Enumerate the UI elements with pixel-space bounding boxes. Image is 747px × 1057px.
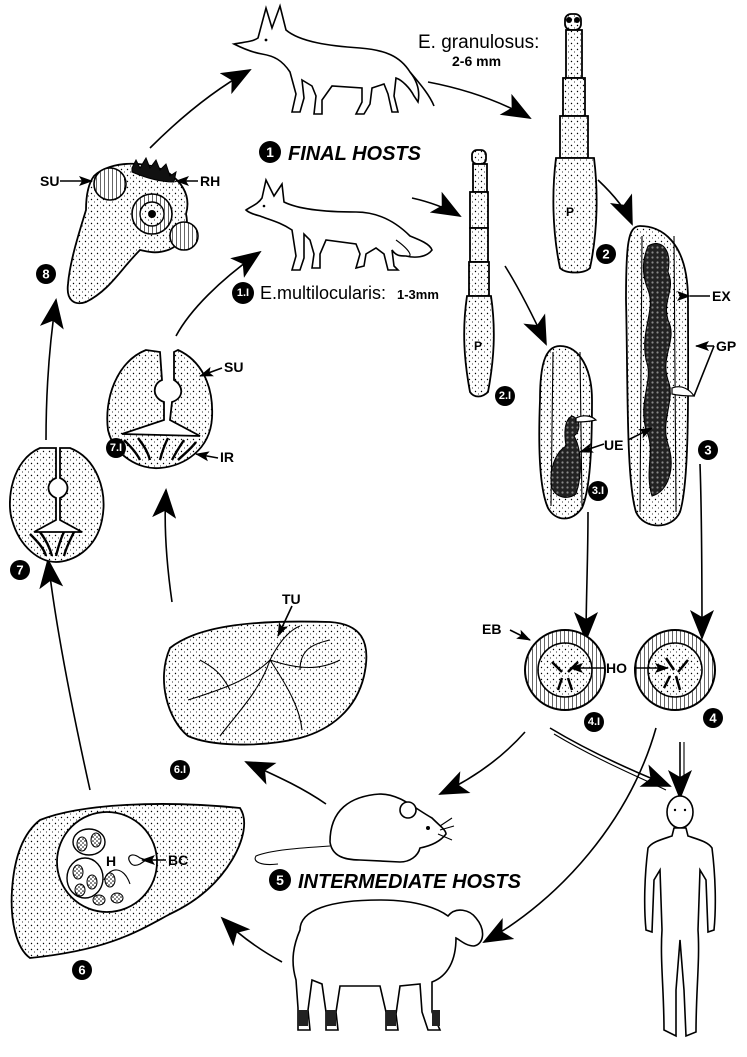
pointer-uterus-eggs-multi	[579, 443, 605, 453]
svg-text:2.I: 2.I	[499, 390, 511, 402]
human-illustration	[643, 795, 717, 1038]
species-name-multilocularis: E.multilocularis:	[260, 283, 386, 303]
badge-1-i: 1.I	[232, 282, 254, 304]
adult-worm-multilocularis: P	[463, 149, 495, 398]
badge-7: 7	[10, 560, 30, 580]
liver-multilocularis	[163, 620, 368, 746]
arrow-fox-to-adult-worm	[411, 191, 462, 217]
protoscolex-multilocularis	[106, 349, 214, 469]
label-embryophore: EB	[482, 621, 501, 637]
arrow-proglottid-to-egg-granulosus	[689, 463, 714, 640]
label-proglottid-multilocularis: P	[474, 339, 482, 353]
evaginated-scolex	[66, 156, 199, 305]
species-name-granulosus: E. granulosus:	[418, 32, 539, 53]
arrow-adult-to-proglottid-multilocularis	[504, 265, 547, 346]
svg-text:6: 6	[78, 963, 85, 978]
label-sucker-scolex: SU	[40, 173, 59, 189]
badge-6-i: 6.I	[170, 760, 190, 780]
svg-text:1: 1	[266, 144, 274, 160]
mouse-illustration	[254, 793, 455, 866]
badge-8: 8	[36, 264, 56, 284]
arrow-scolex-to-dog	[149, 69, 252, 149]
label-hooks: HO	[606, 660, 627, 676]
dog-illustration	[231, 3, 435, 115]
arrow-adult-to-proglottid	[597, 179, 633, 226]
fox-illustration	[244, 177, 433, 271]
label-rostellar-hooks: RH	[200, 173, 220, 189]
label-proglottid-granulosus: P	[566, 205, 574, 219]
egg-multilocularis	[524, 629, 606, 711]
liver-granulosus	[10, 803, 246, 959]
svg-text:5: 5	[276, 872, 284, 888]
arrow-dog-to-adult-worm	[427, 81, 532, 119]
gravid-proglottid-multilocularis	[538, 345, 598, 520]
pointer-uterus-eggs-granulosus	[627, 427, 653, 441]
sheep-illustration	[292, 899, 484, 1031]
arrow-sheep-to-liver-granulosus	[220, 916, 283, 963]
arrow-egg-to-sheep	[482, 727, 657, 943]
label-excretory: EX	[712, 288, 731, 304]
badge-3: 3	[698, 440, 718, 460]
svg-text:7: 7	[16, 563, 23, 578]
pointer-invaginated-rostellum	[195, 451, 219, 462]
arrow-mouse-to-liver-multi	[244, 761, 327, 805]
protoscolex-granulosus	[9, 447, 105, 563]
label-hydatid: H	[106, 853, 116, 869]
arrow-protoscolex-multi-to-fox	[175, 250, 262, 337]
section-intermediate-hosts: 5 INTERMEDIATE HOSTS	[269, 869, 522, 893]
svg-text:7.I: 7.I	[110, 442, 122, 454]
arrow-egg-to-mouse	[438, 731, 526, 795]
svg-text:6.I: 6.I	[174, 764, 186, 776]
label-invaginated-rostellum: IR	[220, 449, 234, 465]
intermediate-hosts-title: INTERMEDIATE HOSTS	[298, 871, 522, 893]
badge-7-i: 7.I	[106, 438, 126, 458]
label-genital-pore: GP	[716, 338, 736, 354]
arrow-proglottid-to-egg-multi	[574, 511, 599, 642]
gravid-proglottid-granulosus	[625, 225, 696, 527]
svg-text:4: 4	[709, 711, 717, 726]
arrow-egg-to-human-dashed	[549, 727, 672, 787]
adult-worm-granulosus: P	[552, 13, 598, 274]
pointer-sucker-protoscolex	[199, 366, 223, 377]
badge-2: 2	[596, 244, 616, 264]
pointer-tumor	[277, 605, 293, 637]
badge-2-i: 2.I	[495, 386, 515, 406]
label-brood-capsule: BC	[168, 852, 188, 868]
species-size-multilocularis: 1-3mm	[397, 287, 439, 302]
label-sucker-protoscolex: SU	[224, 359, 243, 375]
arrow-protoscolex-to-scolex	[39, 298, 64, 441]
badge-4-i: 4.I	[584, 712, 604, 732]
pointer-genital-pore-line	[693, 345, 715, 397]
section-final-hosts: 1 FINAL HOSTS	[259, 141, 422, 165]
badge-4: 4	[703, 708, 723, 728]
species-size-granulosus: 2-6 mm	[452, 53, 501, 69]
svg-text:2: 2	[602, 247, 609, 262]
svg-text:8: 8	[42, 267, 49, 282]
egg-granulosus	[634, 629, 716, 711]
final-hosts-title: FINAL HOSTS	[288, 143, 422, 165]
badge-3-i: 3.I	[588, 481, 608, 501]
svg-text:3.I: 3.I	[592, 485, 604, 497]
arrow-liver-to-protoscolex	[39, 558, 91, 791]
arrow-liver-multi-to-protoscolex	[152, 488, 177, 603]
label-uterus-eggs: UE	[604, 437, 623, 453]
svg-text:1.I: 1.I	[237, 287, 249, 299]
svg-text:3: 3	[704, 443, 711, 458]
badge-6: 6	[72, 960, 92, 980]
pointer-embryophore	[509, 629, 531, 641]
label-tumor: TU	[282, 591, 301, 607]
svg-text:4.I: 4.I	[588, 716, 600, 728]
